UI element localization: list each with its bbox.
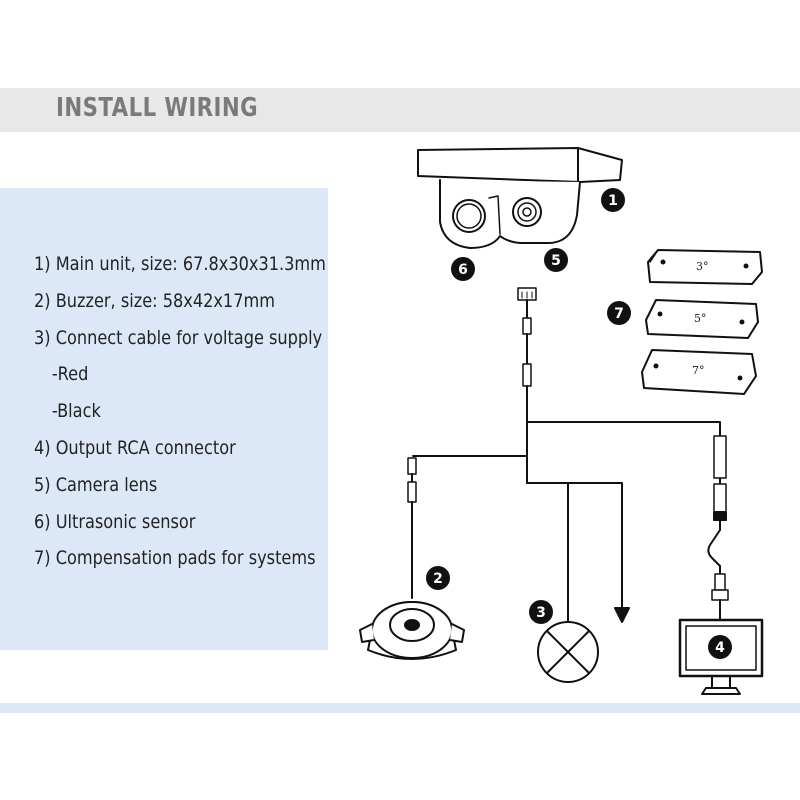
- legend-list: 1) Main unit, size: 67.8x30x31.3mm 2) Bu…: [34, 250, 377, 581]
- pad-7deg: [641, 349, 757, 395]
- callout-3-label: 3: [536, 605, 546, 621]
- legend-panel: [0, 188, 328, 650]
- legend-item: 1) Main unit, size: 67.8x30x31.3mm: [34, 253, 326, 275]
- pad-3deg: [647, 249, 763, 285]
- legend-item: 5) Camera lens: [34, 473, 158, 496]
- harness-connector: [517, 287, 537, 457]
- legend-item: 4) Output RCA connector: [34, 436, 236, 459]
- callout-7: 7: [607, 301, 631, 325]
- pad-label-3: 3°: [696, 260, 709, 273]
- legend-item: 3) Connect cable for voltage supply: [34, 326, 323, 349]
- callout-2: 2: [426, 566, 450, 590]
- pad-label-7: 7°: [692, 364, 705, 377]
- lamp-symbol: [537, 621, 599, 683]
- legend-item: 7) Compensation pads for systems: [34, 547, 316, 570]
- legend-subitem: -Black: [51, 400, 101, 423]
- callout-2-label: 2: [433, 571, 443, 587]
- callout-6: 6: [451, 257, 475, 281]
- pad-5deg: [645, 299, 759, 339]
- pad-label-5: 5°: [694, 312, 707, 325]
- legend-subitem: -Red: [51, 363, 89, 386]
- callout-5-label: 5: [551, 253, 561, 269]
- callout-4: 4: [708, 635, 732, 659]
- main-unit: [417, 147, 623, 249]
- legend-item: 6) Ultrasonic sensor: [34, 510, 196, 533]
- ground-arrow: [614, 607, 630, 623]
- callout-4-label: 4: [715, 640, 725, 656]
- callout-1: 1: [601, 188, 625, 212]
- buzzer: [359, 601, 465, 660]
- bottom-band: [0, 703, 800, 713]
- rca-cable: [707, 435, 729, 621]
- page-title: INSTALL WIRING: [56, 93, 259, 123]
- header-band: [0, 88, 800, 132]
- callout-1-label: 1: [608, 193, 618, 209]
- callout-5: 5: [544, 248, 568, 272]
- legend-item: 2) Buzzer, size: 58x42x17mm: [34, 289, 275, 312]
- callout-7-label: 7: [614, 306, 624, 322]
- callout-6-label: 6: [458, 262, 468, 278]
- callout-3: 3: [529, 600, 553, 624]
